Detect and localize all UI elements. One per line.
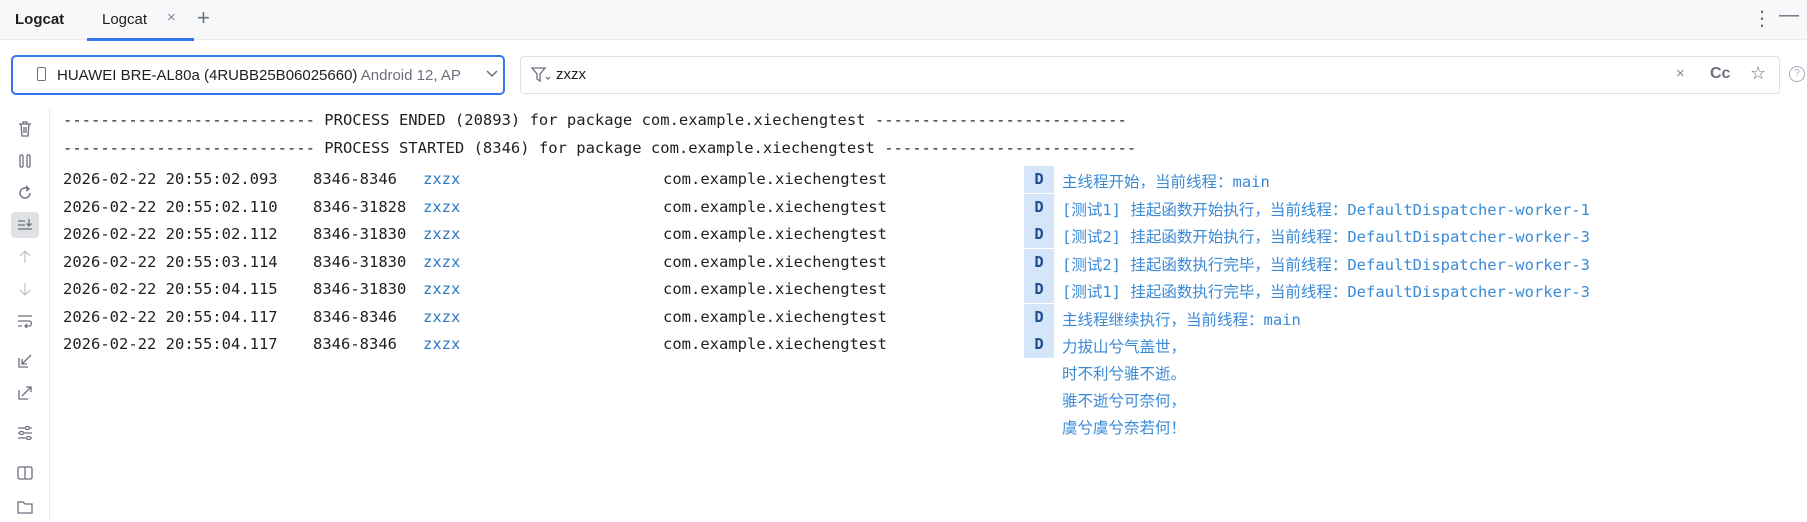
filter-icon[interactable] [530, 66, 551, 89]
log-package: com.example.xiechengtest [663, 225, 887, 243]
log-tag: zxzx [423, 197, 461, 216]
log-tag: zxzx [423, 307, 461, 326]
log-row[interactable]: 2026-02-22 20:55:03.114 8346-31830 zxzx com… [52, 248, 1752, 276]
add-tab-icon[interactable]: + [197, 5, 210, 30]
process-started-line: --------------------------- PROCESS STAR… [63, 139, 1137, 157]
log-pid-tid: 8346-8346 [313, 335, 397, 353]
log-level-badge: D [1024, 248, 1054, 276]
log-level-badge: D [1024, 166, 1054, 193]
log-timestamp: 2026-02-22 20:55:04.117 [63, 335, 278, 353]
phone-icon [37, 67, 46, 81]
log-package: com.example.xiechengtest [663, 252, 887, 271]
log-level-badge: D [1024, 193, 1054, 221]
log-message: [测试1] 挂起函数执行完毕，当前线程：DefaultDispatcher-wo… [1062, 283, 1590, 301]
down-arrow-icon[interactable] [11, 276, 39, 302]
log-row[interactable]: 2026-02-22 20:55:04.115 8346-31830 zxzx com… [52, 276, 1752, 303]
log-package: com.example.xiechengtest [663, 280, 887, 298]
logcat-toolbar [0, 108, 50, 522]
log-package: com.example.xiechengtest [663, 197, 887, 216]
split-view-icon[interactable] [11, 460, 39, 486]
log-message: 主线程继续执行，当前线程：main [1062, 310, 1301, 329]
log-pid-tid: 8346-31830 [313, 225, 407, 243]
log-message: [测试2] 挂起函数执行完毕，当前线程：DefaultDispatcher-wo… [1062, 255, 1590, 274]
log-pid-tid: 8346-31830 [313, 280, 407, 298]
chevron-down-icon[interactable] [486, 65, 498, 86]
log-continuation-line: 时不利兮骓不逝。 [1062, 365, 1187, 383]
scroll-to-end-icon[interactable] [11, 212, 39, 238]
close-icon[interactable]: × [167, 9, 176, 26]
up-arrow-icon[interactable] [11, 244, 39, 270]
pause-icon[interactable] [11, 148, 39, 174]
log-tag: zxzx [423, 280, 461, 298]
folder-icon[interactable] [11, 494, 39, 520]
log-view[interactable]: --------------------------- PROCESS ENDE… [52, 108, 1807, 522]
tool-window-header: Logcat Logcat × + ⋮ — [0, 0, 1807, 41]
log-package: com.example.xiechengtest [663, 170, 887, 188]
log-message: [测试1] 挂起函数开始执行，当前线程：DefaultDispatcher-wo… [1062, 200, 1590, 219]
log-timestamp: 2026-02-22 20:55:04.117 [63, 307, 278, 326]
log-message: [测试2] 挂起函数开始执行，当前线程：DefaultDispatcher-wo… [1062, 228, 1590, 246]
log-package: com.example.xiechengtest [663, 335, 887, 353]
log-pid-tid: 8346-8346 [313, 307, 397, 326]
log-tag: zxzx [423, 335, 461, 353]
log-message: 主线程开始，当前线程：main [1062, 173, 1270, 191]
export-icon[interactable] [11, 380, 39, 406]
import-icon[interactable] [11, 348, 39, 374]
log-pid-tid: 8346-31828 [313, 197, 407, 216]
soft-wrap-icon[interactable] [11, 308, 39, 334]
log-timestamp: 2026-02-22 20:55:02.112 [63, 225, 278, 243]
log-message: 力拔山兮气盖世， [1062, 338, 1187, 356]
device-name-main: HUAWEI BRE-AL80a (4RUBB25B06025660) [57, 67, 358, 84]
log-level-badge: D [1024, 276, 1054, 303]
device-name: HUAWEI BRE-AL80a (4RUBB25B06025660) Andr… [57, 67, 461, 84]
log-row[interactable]: 2026-02-22 20:55:02.110 8346-31828 zxzx com… [52, 193, 1752, 221]
tab-label: Logcat [102, 11, 148, 28]
tab-selected-indicator [87, 38, 194, 41]
log-timestamp: 2026-02-22 20:55:04.115 [63, 280, 278, 298]
log-timestamp: 2026-02-22 20:55:02.110 [63, 197, 278, 216]
filter-bar[interactable]: zxzx × Cc ☆ [520, 56, 1780, 94]
device-selector[interactable]: HUAWEI BRE-AL80a (4RUBB25B06025660) Andr… [11, 55, 505, 95]
log-timestamp: 2026-02-22 20:55:03.114 [63, 252, 278, 271]
log-row[interactable]: 2026-02-22 20:55:04.117 8346-8346 zxzx com.… [52, 303, 1752, 331]
clear-filter-icon[interactable]: × [1676, 65, 1685, 82]
log-timestamp: 2026-02-22 20:55:02.093 [63, 170, 278, 188]
favorite-filter-icon[interactable]: ☆ [1750, 63, 1767, 83]
settings-icon[interactable] [11, 420, 39, 446]
log-tag: zxzx [423, 170, 461, 188]
device-extra: Android 12, AP [357, 67, 461, 84]
tool-window-title: Logcat [15, 11, 65, 28]
trash-icon[interactable] [11, 116, 39, 142]
more-options-icon[interactable]: ⋮ [1752, 8, 1772, 30]
log-level-badge: D [1024, 331, 1054, 358]
log-row[interactable]: 2026-02-22 20:55:04.117 8346-8346 zxzx com.… [52, 331, 1752, 358]
log-pid-tid: 8346-8346 [313, 170, 397, 188]
log-level-badge: D [1024, 221, 1054, 248]
log-continuation-line: 虞兮虞兮奈若何！ [1062, 419, 1187, 437]
log-row[interactable]: 2026-02-22 20:55:02.093 8346-8346 zxzx com.… [52, 166, 1752, 193]
log-level-badge: D [1024, 303, 1054, 331]
log-tag: zxzx [423, 225, 461, 243]
match-case-button[interactable]: Cc [1710, 65, 1731, 82]
log-pid-tid: 8346-31830 [313, 252, 407, 271]
restart-icon[interactable] [11, 180, 39, 206]
log-row[interactable]: 2026-02-22 20:55:02.112 8346-31830 zxzx com… [52, 221, 1752, 248]
log-package: com.example.xiechengtest [663, 307, 887, 326]
process-ended-line: --------------------------- PROCESS ENDE… [63, 111, 1127, 129]
log-continuation-line: 骓不逝兮可奈何， [1062, 392, 1187, 410]
help-icon[interactable]: ? [1789, 66, 1805, 82]
filter-input[interactable]: zxzx [556, 66, 586, 83]
minimize-icon[interactable]: — [1779, 4, 1799, 26]
log-tag: zxzx [423, 252, 461, 271]
tab-logcat[interactable]: Logcat × [87, 0, 194, 41]
